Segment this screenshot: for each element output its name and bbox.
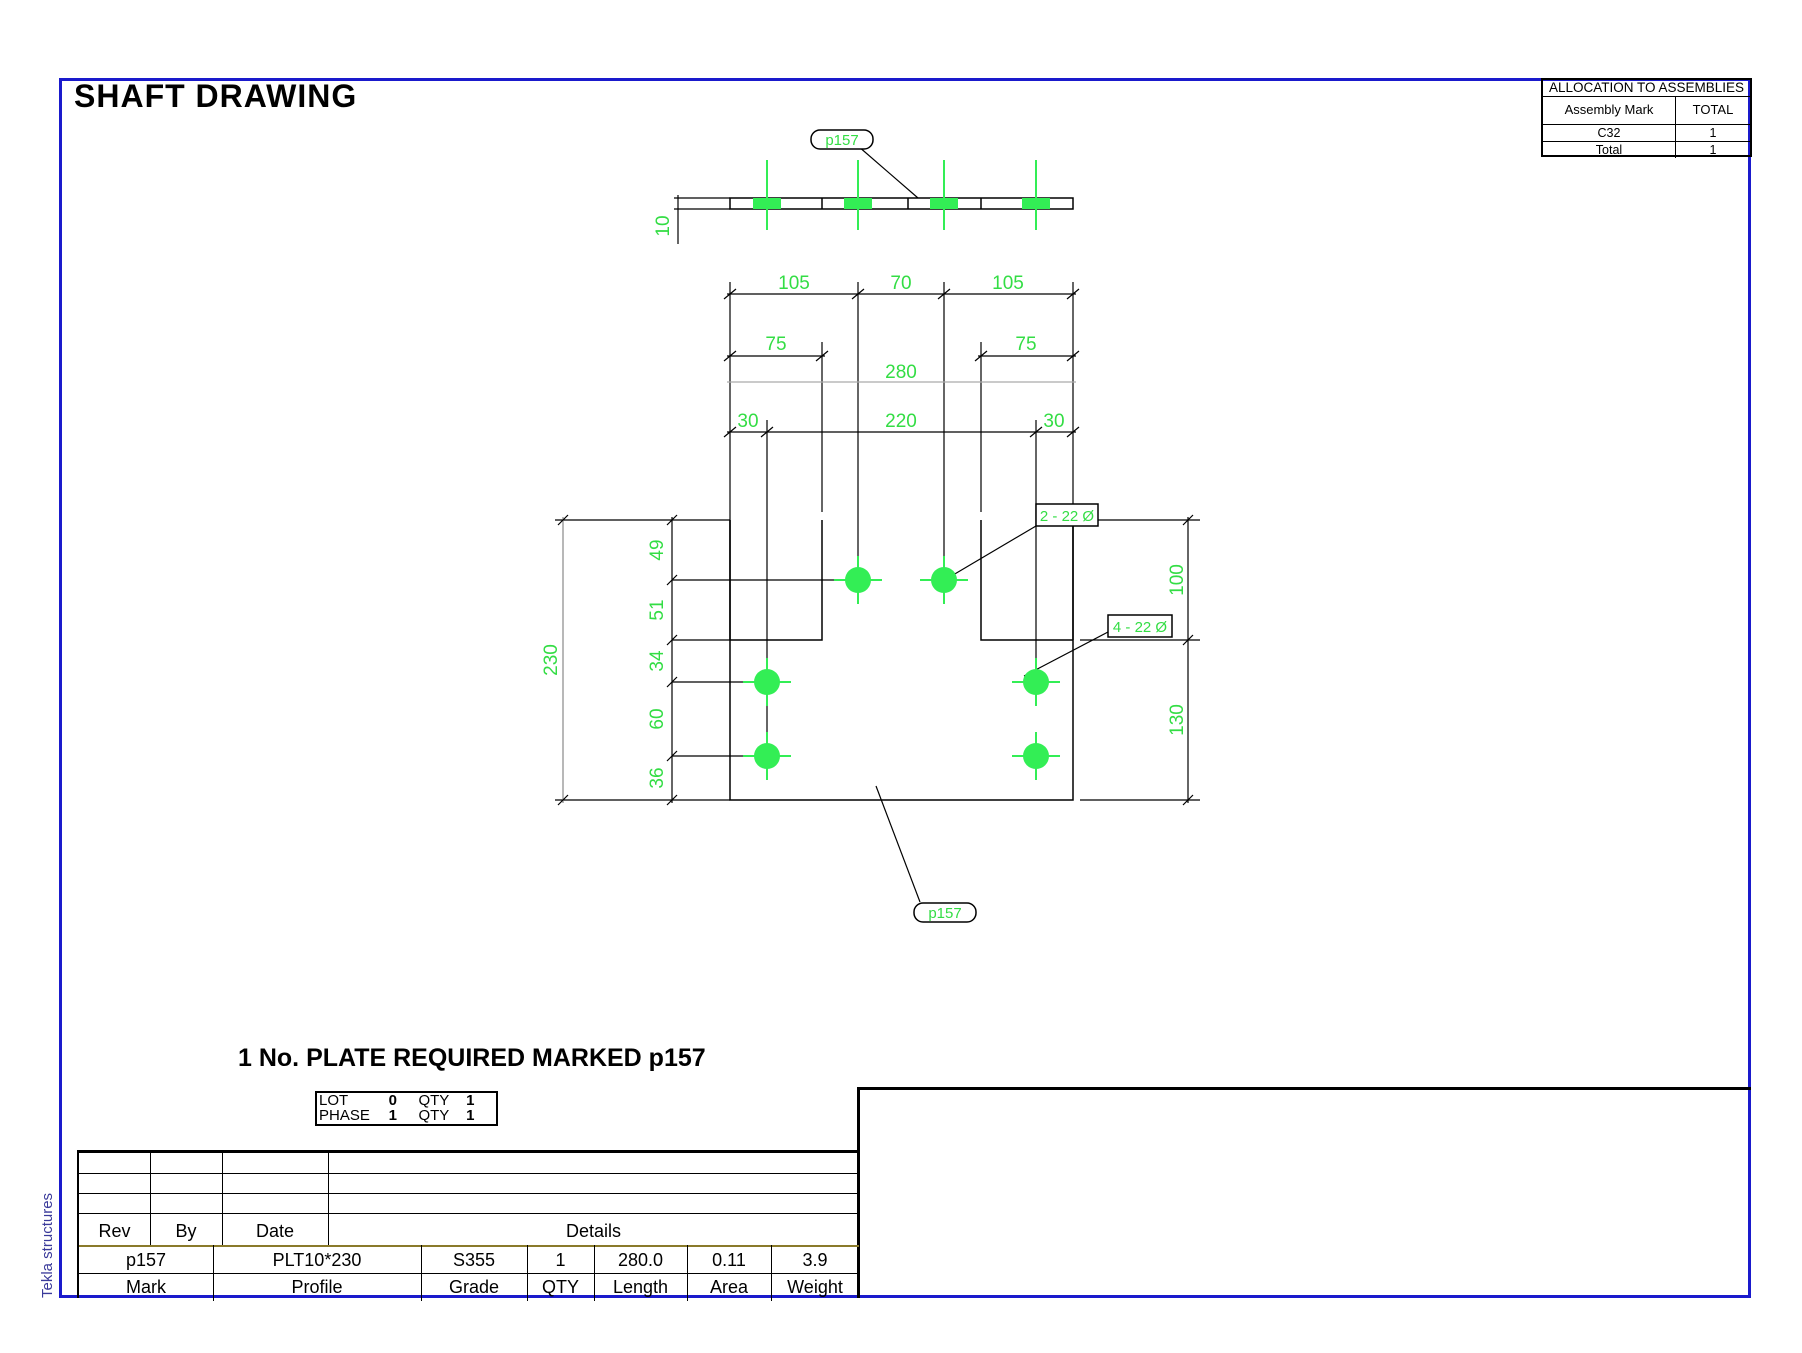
- total-cell: 1: [1709, 143, 1717, 157]
- profile-value: PLT10*230: [272, 1250, 362, 1270]
- hole-label-upper: 2 - 22 Ø: [1035, 503, 1099, 527]
- assembly-mark-cell: C32: [1543, 125, 1676, 141]
- plate-outline: [729, 197, 1074, 801]
- svg-text:p157: p157: [928, 905, 961, 922]
- phase-line: PHASE 1 QTY 1: [319, 1108, 496, 1123]
- qty-label: QTY: [541, 1277, 579, 1297]
- dim-130: 130: [1167, 704, 1188, 736]
- holes: [743, 160, 1060, 780]
- dim-70: 70: [890, 273, 911, 294]
- allocation-row: C32 1: [1543, 125, 1750, 142]
- lot-line: LOT 0 QTY 1: [319, 1093, 496, 1108]
- part-mark-top: p157: [810, 129, 874, 150]
- dimension-ticks: [557, 288, 1194, 806]
- qty-value: 1: [555, 1250, 566, 1270]
- mark-value: p157: [125, 1250, 167, 1270]
- dim-230: 230: [541, 644, 562, 676]
- dim-30-left: 30: [737, 411, 758, 432]
- dim-30-right: 30: [1043, 411, 1064, 432]
- dim-60: 60: [647, 708, 668, 729]
- allocation-column-headers: Assembly Mark TOTAL: [1543, 97, 1750, 125]
- allocation-table: ALLOCATION TO ASSEMBLIES Assembly Mark T…: [1541, 78, 1752, 158]
- dim-75-right: 75: [1015, 334, 1036, 355]
- dim-100: 100: [1167, 564, 1188, 596]
- phase-value: 1: [388, 1107, 397, 1124]
- svg-text:2 - 22 Ø: 2 - 22 Ø: [1040, 508, 1095, 525]
- hole: [1023, 743, 1049, 769]
- weight-label: Weight: [787, 1277, 843, 1297]
- qty-label: QTY: [418, 1092, 450, 1109]
- dim-36: 36: [647, 767, 668, 788]
- lot-value: 0: [388, 1092, 397, 1109]
- assembly-mark-cell: Total: [1543, 142, 1676, 158]
- grade-value: S355: [452, 1250, 496, 1270]
- drawing-border: [59, 78, 1751, 1298]
- dim-34: 34: [647, 650, 668, 672]
- dim-105-right: 105: [992, 273, 1024, 294]
- software-label: Tekla structures: [39, 1192, 56, 1298]
- dim-220: 220: [885, 411, 917, 432]
- details-header: Details: [565, 1221, 622, 1241]
- allocation-total-row: Total 1: [1543, 142, 1750, 158]
- date-header: Date: [255, 1221, 295, 1241]
- dim-thickness: 10: [653, 215, 674, 236]
- hole: [754, 669, 780, 695]
- part-mark-bottom: p157: [913, 902, 977, 923]
- rev-header: Rev: [98, 1221, 131, 1241]
- dim-105-left: 105: [778, 273, 810, 294]
- plate-plan-view: [729, 520, 1074, 801]
- dim-49: 49: [647, 539, 668, 560]
- hole: [1023, 669, 1049, 695]
- grade-label: Grade: [448, 1277, 500, 1297]
- area-label: Area: [709, 1277, 749, 1297]
- length-value: 280.0: [617, 1250, 664, 1270]
- dim-51: 51: [647, 599, 668, 620]
- title-block-box: [857, 1087, 1751, 1298]
- dim-280: 280: [885, 362, 917, 383]
- dimension-texts: 105 70 105 75 75 280 30 220 30 49 51 34 …: [541, 215, 1188, 788]
- total-cell: 1: [1709, 126, 1717, 140]
- drawing-title: SHAFT DRAWING: [74, 78, 358, 114]
- length-label: Length: [612, 1277, 669, 1297]
- plate-side-view: [729, 197, 1074, 210]
- by-header: By: [175, 1221, 197, 1241]
- required-note: 1 No. PLATE REQUIRED MARKED p157: [238, 1044, 706, 1072]
- phase-label: PHASE: [319, 1107, 370, 1124]
- allocation-header: ALLOCATION TO ASSEMBLIES: [1543, 80, 1750, 97]
- svg-text:p157: p157: [825, 132, 858, 149]
- hole-label-lower: 4 - 22 Ø: [1107, 614, 1173, 638]
- qty-value: 1: [466, 1107, 475, 1124]
- lot-label: LOT: [319, 1092, 349, 1109]
- hole: [845, 567, 871, 593]
- mark-label: Mark: [126, 1277, 166, 1297]
- lot-box: LOT 0 QTY 1 PHASE 1 QTY 1: [315, 1091, 498, 1126]
- hole: [931, 567, 957, 593]
- total-header: TOTAL: [1692, 102, 1734, 117]
- weight-value: 3.9: [802, 1250, 828, 1270]
- hole: [754, 743, 780, 769]
- assembly-mark-header: Assembly Mark: [1543, 97, 1676, 124]
- area-value: 0.11: [712, 1250, 746, 1270]
- dim-75-left: 75: [765, 334, 786, 355]
- qty-label: QTY: [418, 1107, 450, 1124]
- profile-label: Profile: [291, 1277, 343, 1297]
- qty-value: 1: [466, 1092, 475, 1109]
- revision-and-part-table: Rev By Date Details p157 PLT10*230 S355 …: [77, 1150, 859, 1301]
- svg-text:4 - 22 Ø: 4 - 22 Ø: [1113, 619, 1168, 636]
